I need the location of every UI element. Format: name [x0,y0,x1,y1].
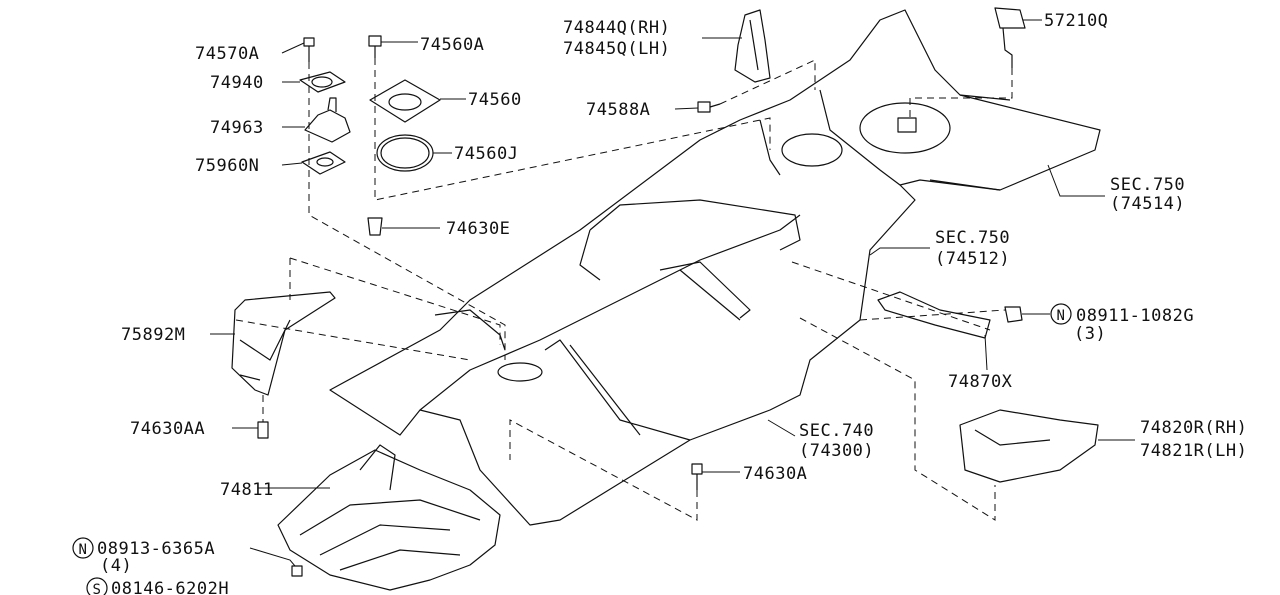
callout-08911: 08911-1082G [1076,306,1194,326]
callout-sec740: SEC.740 [799,421,874,441]
gasket-74940 [299,71,346,93]
cover-74560 [369,79,441,123]
callout-74630AA: 74630AA [130,419,205,439]
mark-n-08911-label: N [1057,308,1066,324]
callout-sec750-b: SEC.750 [935,228,1010,248]
callout-75960N: 75960N [195,156,259,176]
bolt-74588A [697,101,721,113]
seal-74560J [376,134,434,172]
callout-74820R: 74820R(RH) [1140,418,1247,438]
callout-74811: 74811 [220,480,274,500]
undercover-74811 [277,444,501,591]
callout-74570A: 74570A [195,44,259,64]
callout-08146: 08146-6202H [111,579,229,595]
callout-74963: 74963 [210,118,264,138]
callout-75892M: 75892M [121,325,185,345]
bolt-74630A [691,463,703,490]
circle-mark-s-08146: S [86,577,108,595]
callout-sec740-ref: (74300) [799,441,874,461]
callout-sec750-a-ref: (74514) [1110,194,1185,214]
bracket-75892M [231,291,336,396]
callout-74845Q: 74845Q(LH) [563,39,670,59]
callout-labels: 74570A 74940 74963 75960N 74560A 74560 7… [97,11,1247,595]
boot-74963 [304,97,351,143]
bolt-74560A [368,35,382,58]
callout-74821R: 74821R(LH) [1140,441,1247,461]
fastener-08913 [291,565,303,577]
callout-74560A: 74560A [420,35,484,55]
clip-74630E [367,217,383,236]
bolt-74630AA [257,421,269,439]
callout-74630A: 74630A [743,464,807,484]
callout-74588A: 74588A [586,100,650,120]
callout-74844Q: 74844Q(RH) [563,18,670,38]
plate-75960N [301,151,346,175]
callout-08911-qty: (3) [1074,324,1106,344]
mark-s-08146-label: S [93,582,102,595]
callout-08913: 08913-6365A [97,539,215,559]
callout-57210Q: 57210Q [1044,11,1108,31]
leader-lines [210,19,1135,567]
mark-n-08913-label: N [79,542,88,558]
callout-sec750-b-ref: (74512) [935,249,1010,269]
callout-74560J: 74560J [454,144,518,164]
nut-08911 [1004,306,1023,323]
bracket-74820R [959,409,1099,483]
callout-74560: 74560 [468,90,522,110]
circle-mark-n-08913: N [72,537,94,559]
callout-74940: 74940 [210,73,264,93]
bracket-74844Q [734,9,771,83]
circle-mark-n-08911: N [1050,303,1072,325]
callout-08913-qty: (4) [100,556,132,576]
callout-74630E: 74630E [446,219,510,239]
dashed-assembly-lines [235,58,1013,521]
callout-sec750-a: SEC.750 [1110,175,1185,195]
callout-74870X: 74870X [948,372,1013,392]
floor-panel [329,9,1101,526]
plug-57210Q [994,7,1026,68]
bolt-74570A [303,37,315,62]
